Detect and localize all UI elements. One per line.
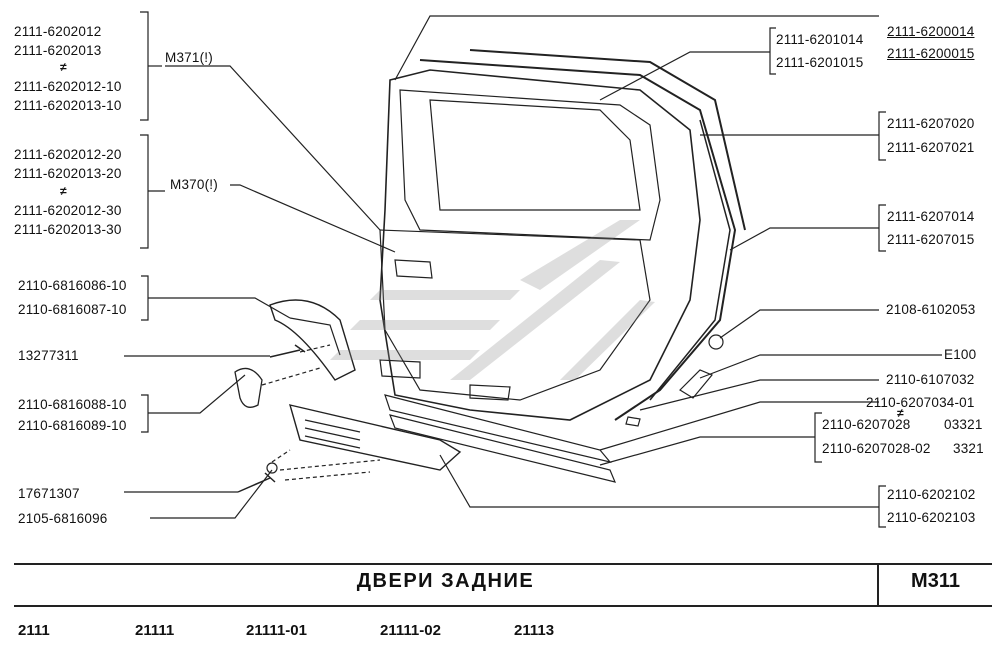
part-label: 2110-6816088-10 (18, 397, 127, 412)
part-label: 2111-6201014 (776, 32, 864, 47)
nut (266, 462, 278, 474)
door-panel (379, 69, 701, 421)
part-label: 2110-6816089-10 (18, 418, 127, 433)
bracket-left-1 (140, 11, 149, 121)
watermark-logo (330, 220, 655, 380)
part-label: 2105-6816096 (18, 511, 108, 526)
part-label: 2108-6102053 (886, 302, 976, 317)
part-label: 2111-6202012-30 (14, 203, 122, 218)
part-label: 2110-6816087-10 (18, 302, 127, 317)
part-label-code: 3321 (953, 441, 984, 456)
part-label: 2111-6207020 (887, 116, 975, 131)
part-label: 2110-6107032 (886, 372, 975, 387)
note-label-m370: М370(!) (170, 177, 218, 192)
armrest (288, 404, 462, 471)
not-equal-sign: ≠ (60, 184, 67, 198)
part-label: 2110-6207034-01 (866, 395, 975, 410)
part-label: 2111-6201015 (776, 55, 864, 70)
clip-part (708, 334, 724, 350)
window-opening (399, 89, 661, 241)
bracket-left-2 (140, 134, 149, 249)
rear-door-exploded-diagram (124, 11, 942, 528)
part-label: 13277311 (18, 348, 79, 363)
part-label: 2110-6202102 (887, 487, 976, 502)
leader-m370 (230, 184, 396, 253)
bracket-right-1 (769, 27, 776, 75)
part-label: 17671307 (18, 486, 80, 501)
part-label: 2111-6207021 (887, 140, 975, 155)
part-label: 2111-6207014 (887, 209, 975, 224)
model-label: 2111 (18, 622, 50, 639)
inner-handle (269, 299, 356, 381)
screw-1 (269, 344, 306, 358)
moulding-upper (384, 394, 612, 463)
part-label: 2111-6202013-30 (14, 222, 122, 237)
bracket-left-4 (141, 394, 149, 433)
inner-handle-recess (394, 259, 433, 279)
model-label: 21111 (135, 622, 175, 639)
part-label: 2111-6202013-10 (14, 98, 122, 113)
model-label: 21111-01 (246, 622, 307, 639)
note-label-m371: М371(!) (165, 50, 213, 65)
title-divider (877, 565, 879, 605)
model-label: 21111-02 (380, 622, 441, 639)
model-label: 21113 (514, 622, 555, 639)
leader-m371 (165, 65, 381, 231)
part-label: 2111-6202012 (14, 24, 102, 39)
part-label: 2111-6207015 (887, 232, 975, 247)
inner-panel (379, 229, 651, 401)
part-label: 2111-6200014 (887, 24, 975, 39)
not-equal-sign: ≠ (60, 60, 67, 74)
part-label: 2111-6202012-20 (14, 147, 122, 162)
part-label: 2111-6200015 (887, 46, 975, 61)
moulding-lower (389, 414, 617, 483)
part-label: E100 (944, 347, 977, 362)
door-seal (419, 59, 737, 421)
bracket-left-3 (141, 275, 149, 321)
part-label: 2110-6816086-10 (18, 278, 127, 293)
part-label: 2111-6202012-10 (14, 79, 122, 94)
handle-cover (234, 367, 263, 408)
part-label: 2110-6207028-02 (822, 441, 931, 456)
bracket-right-4 (814, 412, 822, 463)
bumper-part (679, 369, 713, 399)
bracket-right-2 (878, 111, 886, 161)
bracket-right-3 (878, 204, 886, 252)
part-label: 2110-6202103 (887, 510, 976, 525)
screw-2 (237, 472, 276, 493)
title-bar (14, 563, 992, 607)
part-label: 2110-6207028 (822, 417, 911, 432)
page-code: М311 (911, 570, 960, 592)
bracket-right-5 (878, 485, 886, 528)
page-title: ДВЕРИ ЗАДНИЕ (356, 570, 535, 592)
part-label: 2111-6202013-20 (14, 166, 122, 181)
not-equal-sign: ≠ (897, 406, 904, 420)
part-label-code: 03321 (944, 417, 983, 432)
part-label: 2111-6202013 (14, 43, 102, 58)
